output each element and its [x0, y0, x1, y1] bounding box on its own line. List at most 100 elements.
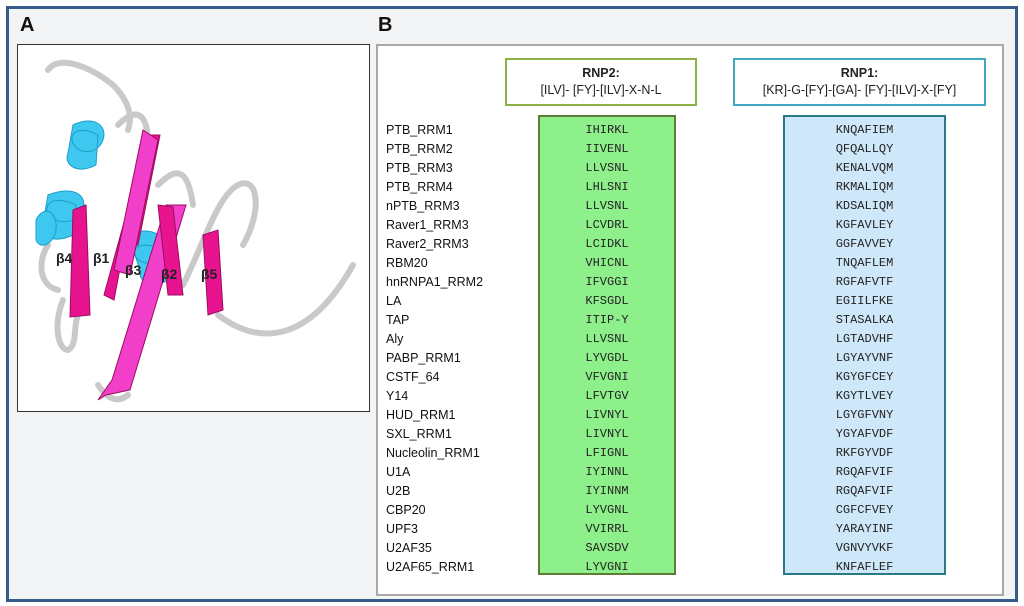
protein-name: Nucleolin_RRM1: [386, 446, 480, 460]
rnp2-sequence: LYVGNI: [585, 560, 629, 574]
rnp1-sequence: RKFGYVDF: [835, 446, 894, 460]
rnp2-sequence: KFSGDL: [585, 294, 629, 308]
rnp2-sequence: LIVNYL: [585, 427, 629, 441]
rnp2-pattern: [ILV]- [FY]-[ILV]-X-N-L: [540, 83, 662, 97]
loop-c-terminus: [215, 262, 356, 337]
protein-name: Aly: [386, 332, 404, 346]
protein-name: SXL_RRM1: [386, 427, 452, 441]
rnp1-sequence: RKMALIQM: [835, 180, 894, 194]
rnp2-sequence: LLVSNL: [585, 332, 629, 346]
protein-name: U1A: [386, 465, 411, 479]
loop-b4-bottom: [54, 297, 81, 354]
rnp2-title: RNP2:: [582, 66, 620, 80]
rnp1-sequence: QFQALLQY: [835, 142, 894, 156]
strand-label-b5: β5: [201, 266, 218, 282]
rnp2-sequence: IHIRKL: [585, 123, 629, 137]
strand-label-b4: β4: [56, 250, 73, 266]
rnp2-sequence: LHLSNI: [585, 180, 629, 194]
rnp1-sequence: GGFAVVEY: [835, 237, 894, 251]
protein-name: HUD_RRM1: [386, 408, 456, 422]
rnp2-sequence: LYVGDL: [585, 351, 629, 365]
strand-label-b3: β3: [125, 262, 142, 278]
rnp1-sequence: KDSALIQM: [835, 199, 894, 213]
rnp2-sequence: LYVGNL: [585, 503, 629, 517]
protein-name: Raver1_RRM3: [386, 218, 469, 232]
rnp1-motif-header: RNP1: [KR]-G-[FY]-[GA]- [FY]-[ILV]-X-[FY…: [733, 58, 986, 106]
helix-a1-end: [35, 210, 57, 246]
protein-name: CBP20: [386, 503, 426, 517]
rnp2-sequence: LIVNYL: [585, 408, 629, 422]
rnp1-sequence: KNFAFLEF: [835, 560, 894, 574]
protein-name: TAP: [386, 313, 410, 327]
protein-name: PTB_RRM2: [386, 142, 453, 156]
protein-name: PABP_RRM1: [386, 351, 461, 365]
protein-name: U2AF35: [386, 541, 432, 555]
rnp2-sequence: LCIDKL: [585, 237, 629, 251]
rnp1-sequence: KGYTLVEY: [835, 389, 894, 403]
rnp1-sequence: RGFAFVTF: [835, 275, 894, 289]
protein-name: PTB_RRM1: [386, 123, 453, 137]
rnp2-sequence: IFVGGI: [585, 275, 629, 289]
rnp1-sequence: RGQAFVIF: [835, 465, 894, 479]
rnp1-sequence-column: [783, 115, 946, 575]
rnp2-sequence: LLVSNL: [585, 161, 629, 175]
rnp1-sequence: YGYAFVDF: [835, 427, 894, 441]
rnp2-sequence: VVIRRL: [585, 522, 629, 536]
rnp2-sequence: ITIP-Y: [585, 313, 629, 327]
protein-name: U2AF65_RRM1: [386, 560, 475, 574]
strand-b4: [69, 204, 91, 318]
rnp1-sequence: VGNVYVKF: [835, 541, 894, 555]
strand-label-b2: β2: [161, 266, 178, 282]
rnp1-sequence: EGIILFKE: [835, 294, 894, 308]
rnp2-sequence: LFIGNL: [585, 446, 629, 460]
protein-name: nPTB_RRM3: [386, 199, 460, 213]
rnp1-sequence: STASALKA: [835, 313, 894, 327]
panel-b-letter: B: [378, 14, 393, 36]
rnp2-sequence: VFVGNI: [585, 370, 629, 384]
strand-b2: [157, 204, 184, 296]
protein-name: PTB_RRM4: [386, 180, 453, 194]
rnp1-sequence: KNQAFIEM: [835, 123, 894, 137]
rnp2-sequence-column: [538, 115, 676, 575]
rnp2-structure-label: RNP2: [99, 176, 121, 211]
rnp2-sequence: SAVSDV: [585, 541, 629, 555]
helix-a1: [66, 120, 105, 170]
strand-label-b1: β1: [93, 250, 110, 266]
rnp1-sequence: TNQAFLEM: [835, 256, 894, 270]
rnp2-sequence: IYINNL: [585, 465, 629, 479]
loop-bottom: [95, 382, 131, 403]
rnp2-sequence: LCVDRL: [585, 218, 629, 232]
strand-b5: [202, 229, 224, 316]
rnp1-sequence: KGFAVLEY: [835, 218, 894, 232]
loop-b2-b5: [180, 180, 259, 288]
rnp2-sequence: IYINNM: [585, 484, 629, 498]
loop-helix-b2: [155, 170, 196, 208]
protein-name: hnRNPA1_RRM2: [386, 275, 484, 289]
protein-name: CSTF_64: [386, 370, 440, 384]
rnp1-sequence: LGYGFVNY: [835, 408, 894, 422]
rnp1-sequence: RGQAFVIF: [835, 484, 894, 498]
protein-name: PTB_RRM3: [386, 161, 453, 175]
rnp1-sequence: CGFCFVEY: [835, 503, 894, 517]
rnp2-motif-header: RNP2: [ILV]- [FY]-[ILV]-X-N-L: [505, 58, 697, 106]
rnp1-sequence: KENALVQM: [835, 161, 894, 175]
rnp2-sequence: LFVTGV: [585, 389, 629, 403]
strand-b1-front: [113, 129, 159, 276]
rrm-ribbon-structure: β4 β1 β3 β2 β5 RNP2 RNP1: [35, 59, 356, 403]
rnp2-sequence: LLVSNL: [585, 199, 629, 213]
rnp1-pattern: [KR]-G-[FY]-[GA]- [FY]-[ILV]-X-[FY]: [762, 83, 957, 97]
rnp2-sequence: IIVENL: [585, 142, 629, 156]
panel-a-letter: A: [20, 14, 35, 36]
protein-name: LA: [386, 294, 402, 308]
protein-name: RBM20: [386, 256, 428, 270]
protein-name: Raver2_RRM3: [386, 237, 469, 251]
protein-name: U2B: [386, 484, 411, 498]
loop-n-terminus: [45, 59, 133, 133]
rnp1-sequence: YARAYINF: [835, 522, 894, 536]
protein-name: Y14: [386, 389, 409, 403]
rnp2-sequence: VHICNL: [585, 256, 629, 270]
rnp1-sequence: LGTADVHF: [835, 332, 894, 346]
rnp1-sequence: LGYAYVNF: [835, 351, 894, 365]
rnp1-sequence: KGYGFCEY: [835, 370, 894, 384]
protein-name: UPF3: [386, 522, 418, 536]
